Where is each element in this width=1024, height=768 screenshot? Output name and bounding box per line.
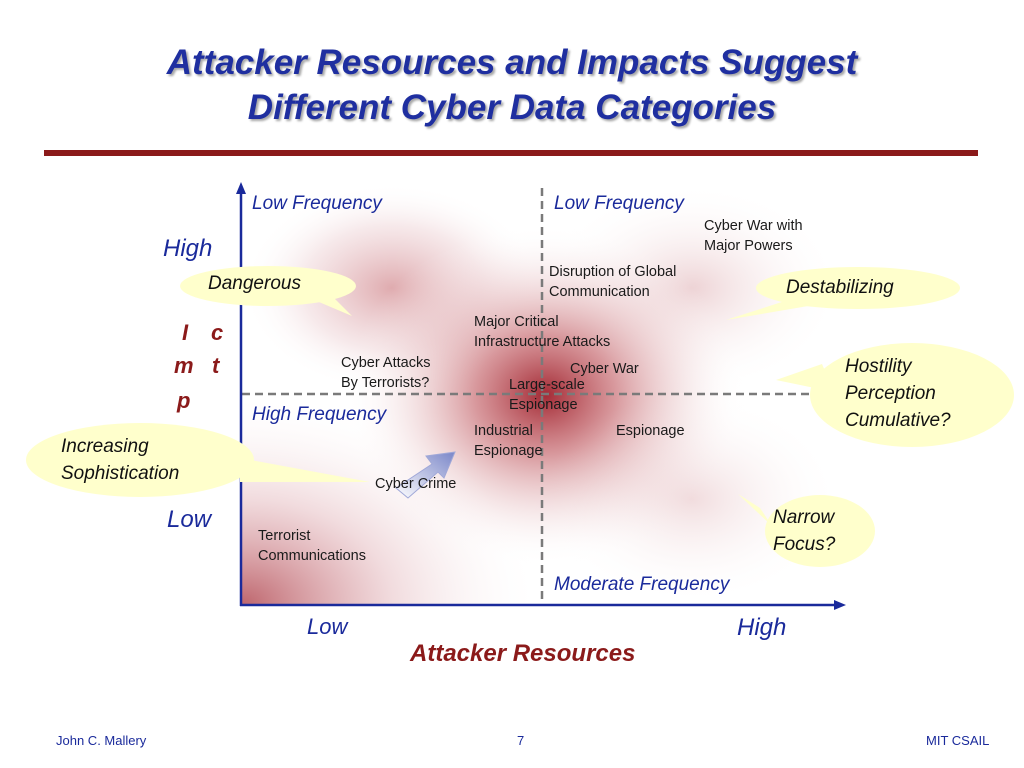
y-axis-low-label: Low bbox=[167, 506, 212, 533]
callout-hostility bbox=[776, 343, 1014, 447]
title-rule bbox=[44, 150, 978, 156]
callout-destabilizing bbox=[726, 267, 960, 320]
callout-increasing-text: Increasing Sophistication bbox=[61, 436, 180, 484]
quadrant-label-top-right: Low Frequency bbox=[554, 193, 684, 214]
quadrant-label-top-left: Low Frequency bbox=[252, 193, 382, 214]
x-axis-high-label: High bbox=[737, 614, 787, 641]
item-cyber-war: Cyber War bbox=[570, 361, 639, 377]
footer-org: MIT CSAIL bbox=[926, 733, 990, 748]
sophistication-arrow bbox=[395, 451, 456, 499]
item-large-scale-espionage: Large-scale Espionage bbox=[509, 377, 585, 413]
callout-hostility-text: Hostility Perception Cumulative? bbox=[845, 356, 951, 431]
quadrant-label-bottom-left: High Frequency bbox=[252, 404, 387, 425]
callout-narrow-text: Narrow Focus? bbox=[773, 507, 836, 555]
y-axis-high-label: High bbox=[163, 235, 213, 262]
item-disruption-global-communication: Disruption of Global Communication bbox=[549, 264, 677, 300]
y-axis-title-letter: t bbox=[212, 353, 220, 378]
footer-page-number: 7 bbox=[517, 733, 525, 748]
callout-dangerous bbox=[180, 266, 356, 316]
y-axis-title-letter: m bbox=[174, 353, 194, 378]
item-cyber-war-major-powers: Cyber War with Major Powers bbox=[704, 218, 803, 254]
callout-destabilizing-text: Destabilizing bbox=[786, 277, 894, 298]
slide-title-line2: Different Cyber Data Categories bbox=[247, 88, 777, 127]
item-cyber-attacks-terrorists: Cyber Attacks By Terrorists? bbox=[341, 355, 431, 391]
y-axis-arrowhead bbox=[236, 182, 246, 194]
shade-bottom-left bbox=[242, 393, 542, 605]
y-axis-title-letter: c bbox=[211, 320, 224, 345]
item-terrorist-communications: Terrorist Communications bbox=[258, 528, 366, 564]
item-major-critical-infrastructure: Major Critical Infrastructure Attacks bbox=[474, 314, 611, 350]
item-industrial-espionage: Industrial Espionage bbox=[474, 423, 543, 459]
y-axis-title-letter: p bbox=[177, 388, 191, 413]
footer-author: John C. Mallery bbox=[56, 733, 147, 748]
quadrant-label-bottom-right: Moderate Frequency bbox=[554, 574, 730, 595]
y-axis-title-letter: I bbox=[182, 320, 189, 345]
item-cyber-crime: Cyber Crime bbox=[375, 476, 457, 492]
shade-bottom-right bbox=[542, 393, 842, 605]
callout-dangerous-text: Dangerous bbox=[208, 273, 301, 294]
item-espionage: Espionage bbox=[616, 423, 685, 439]
callout-narrow bbox=[738, 494, 875, 567]
x-axis-arrowhead bbox=[834, 600, 846, 610]
x-axis-low-label: Low bbox=[307, 614, 348, 639]
callout-increasing bbox=[26, 423, 370, 497]
x-axis-title: Attacker Resources bbox=[410, 640, 636, 667]
slide-title-line1: Attacker Resources and Impacts Suggest bbox=[166, 43, 858, 82]
